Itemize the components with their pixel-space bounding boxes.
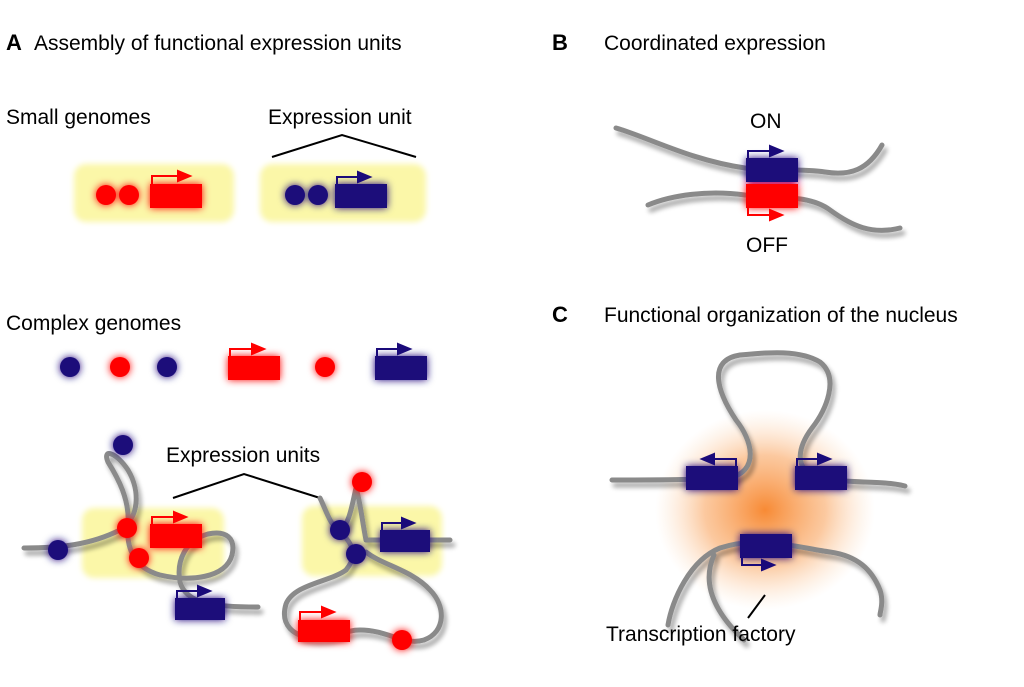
- enhancer-blue: [157, 357, 177, 377]
- expression-unit-label: Expression unit: [268, 106, 412, 129]
- transcription-factory-label: Transcription factory: [606, 623, 796, 646]
- enhancer-blue: [60, 357, 80, 377]
- gene-red: [298, 620, 350, 642]
- gene-red: [228, 356, 280, 380]
- promoter-arrow-red-icon: [151, 510, 189, 524]
- gene-blue: [686, 466, 738, 490]
- promoter-arrow-red-icon: [299, 605, 337, 620]
- enhancer-blue: [48, 540, 68, 560]
- promoter-arrow-blue-icon: [376, 342, 413, 356]
- gene-red: [150, 184, 202, 208]
- complex-genomes-label: Complex genomes: [6, 312, 181, 335]
- enhancer-red: [352, 472, 372, 492]
- enhancer-red: [96, 185, 116, 205]
- gene-blue: [380, 530, 430, 552]
- enhancer-blue: [113, 435, 133, 455]
- enhancer-red: [392, 630, 412, 650]
- enhancer-blue: [308, 185, 328, 205]
- panel-c-letter: C: [552, 302, 568, 327]
- promoter-arrow-blue-icon: [336, 170, 373, 184]
- enhancer-blue: [285, 185, 305, 205]
- gene-blue: [335, 184, 387, 208]
- promoter-arrow-red-icon: [747, 208, 785, 222]
- panel-a-letter: A: [6, 30, 22, 55]
- promoter-arrow-blue-icon: [176, 584, 213, 598]
- enhancer-red: [117, 518, 137, 538]
- chromatin-strand-branch: [706, 552, 747, 643]
- promoter-arrow-blue-icon: [699, 452, 737, 466]
- enhancer-blue: [346, 544, 366, 564]
- panel-c: C Functional organization of the nucleus…: [552, 302, 958, 646]
- promoter-arrow-red-icon: [151, 169, 193, 184]
- enhancer-red: [129, 548, 149, 568]
- promoter-arrow-blue-icon: [741, 558, 777, 572]
- small-genomes-label: Small genomes: [6, 106, 151, 129]
- expression-units-label: Expression units: [166, 444, 320, 467]
- panel-b: B Coordinated expression ON OFF: [552, 30, 903, 257]
- promoter-arrow-blue-icon: [747, 144, 785, 158]
- enhancer-blue: [330, 520, 350, 540]
- gene-on: [746, 158, 798, 182]
- gene-blue: [175, 598, 225, 620]
- on-label: ON: [750, 110, 782, 133]
- off-label: OFF: [746, 234, 788, 257]
- gene-blue: [740, 534, 792, 558]
- gene-off: [746, 184, 798, 208]
- chromatin-strand-bottom: [665, 539, 885, 628]
- panel-a: A Assembly of functional expression unit…: [6, 30, 457, 650]
- promoter-arrow-blue-icon: [381, 516, 417, 530]
- expression-unit-brace: [271, 133, 417, 158]
- panel-c-title: Functional organization of the nucleus: [604, 304, 958, 327]
- promoter-arrow-red-icon: [229, 342, 267, 356]
- factory-pointer-line: [747, 594, 766, 619]
- enhancer-red: [119, 185, 139, 205]
- panel-a-title: Assembly of functional expression units: [34, 32, 402, 55]
- panel-b-title: Coordinated expression: [604, 32, 826, 55]
- gene-red: [150, 524, 202, 548]
- gene-blue: [795, 466, 847, 490]
- gene-blue: [375, 356, 427, 380]
- enhancer-red: [315, 357, 335, 377]
- enhancer-red: [110, 357, 130, 377]
- promoter-arrow-blue-icon: [796, 452, 833, 466]
- expression-units-brace: [172, 472, 321, 499]
- panel-b-letter: B: [552, 30, 568, 55]
